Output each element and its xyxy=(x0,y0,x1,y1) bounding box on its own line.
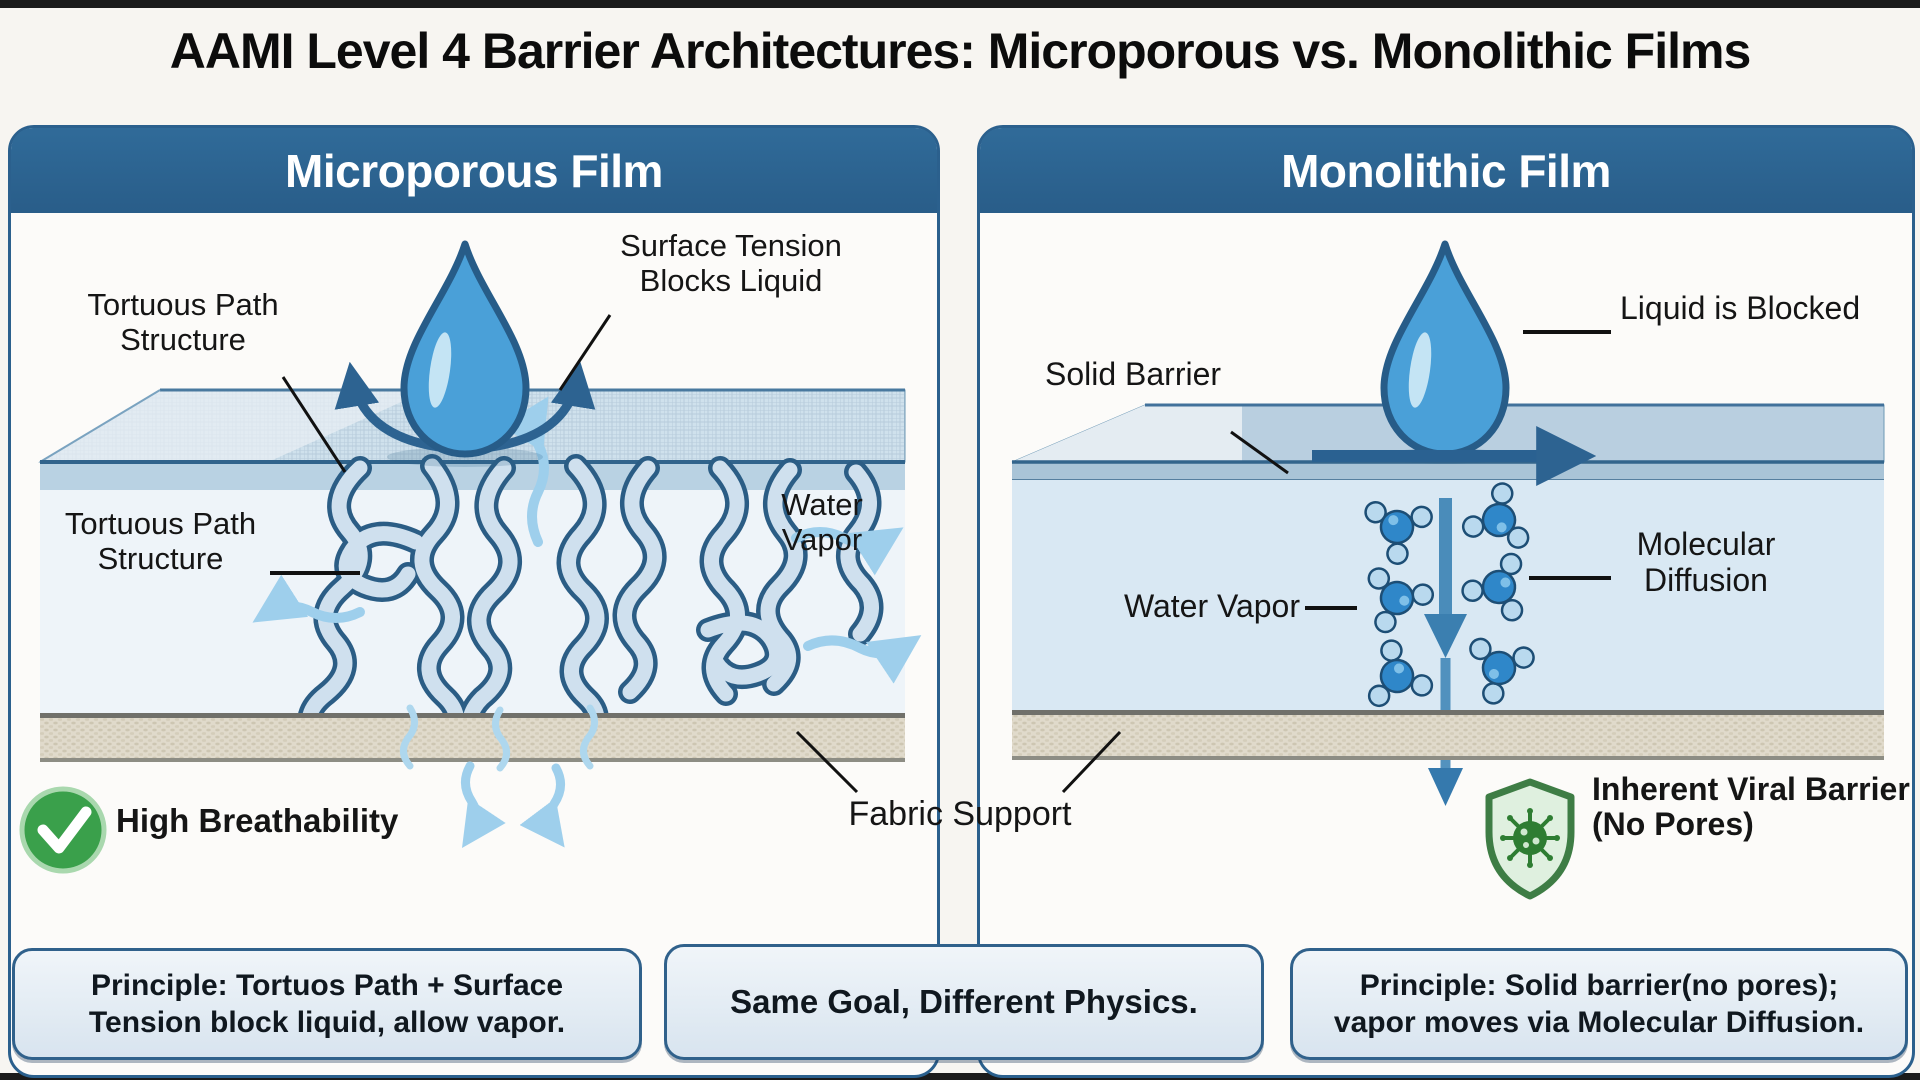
label-surface-tension: Surface Tension Blocks Liquid xyxy=(620,228,842,299)
bottom-edge-bar xyxy=(0,1073,1920,1080)
principle-box-microporous: Principle: Tortuos Path + Surface Tensio… xyxy=(12,948,642,1060)
tagline-box: Same Goal, Different Physics. xyxy=(664,944,1264,1060)
water-vapor-arrows xyxy=(252,396,922,848)
label-molecular-diffusion: Molecular Diffusion xyxy=(1636,526,1776,599)
vapor-arrow-right-icon xyxy=(803,635,922,684)
monolithic-diagram xyxy=(1011,240,1885,900)
panel-monolithic-header: Monolithic Film xyxy=(980,128,1912,213)
vapor-arrow-left-icon xyxy=(252,574,365,623)
label-solid-barrier: Solid Barrier xyxy=(1044,356,1222,392)
panel-monolithic-title: Monolithic Film xyxy=(1281,144,1611,197)
label-high-breathability: High Breathability xyxy=(116,802,399,839)
panel-microporous-title: Microporous Film xyxy=(285,144,663,197)
water-droplet-icon xyxy=(400,240,530,458)
page-title: AAMI Level 4 Barrier Architectures: Micr… xyxy=(169,23,1752,79)
label-viral-barrier: Inherent Viral Barrier (No Pores) xyxy=(1592,771,1910,843)
water-droplet-icon xyxy=(1380,240,1510,458)
tortuous-path-channels xyxy=(297,454,884,756)
shield-virus-icon xyxy=(1485,778,1575,900)
panel-microporous-header: Microporous Film xyxy=(11,128,937,213)
top-edge-bar xyxy=(0,0,1920,8)
vapor-arrow-up-icon xyxy=(500,396,549,547)
vapor-arrow-down-icon xyxy=(461,761,506,848)
principle-box-monolithic: Principle: Solid barrier(no pores); vapo… xyxy=(1290,948,1908,1060)
fabric-support-layer xyxy=(40,713,905,762)
check-icon xyxy=(19,786,107,874)
leader-lines xyxy=(1230,330,1611,610)
label-water-vapor-right: Water Vapor xyxy=(1123,588,1300,624)
leader-lines xyxy=(270,314,612,575)
fabric-support-layer xyxy=(1012,710,1884,760)
label-liquid-blocked: Liquid is Blocked xyxy=(1620,290,1861,326)
vapor-arrow-right-icon xyxy=(791,527,904,576)
microporous-diagram xyxy=(19,240,922,874)
vapor-arrow-down-icon xyxy=(519,763,565,848)
label-water-vapor-left: Water Vapor xyxy=(781,487,863,558)
label-fabric-support: Fabric Support xyxy=(848,795,1072,833)
label-tortuous-path-mid: Tortuous Path Structure xyxy=(64,506,257,577)
diffusion-arrow-head xyxy=(1428,768,1463,806)
label-tortuous-path-top: Tortuous Path Structure xyxy=(87,287,279,358)
